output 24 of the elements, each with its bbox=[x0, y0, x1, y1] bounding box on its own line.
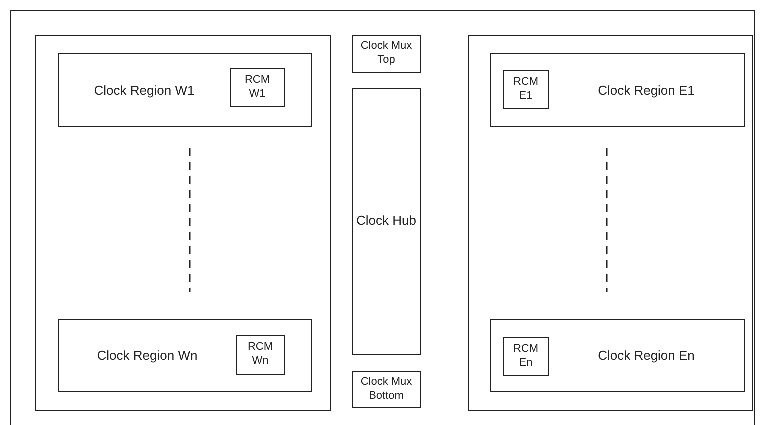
rcm-box bbox=[503, 337, 549, 376]
clock-region-box bbox=[58, 53, 312, 127]
clock-region-box bbox=[490, 53, 745, 127]
rcm-label: RCM W1 bbox=[244, 74, 270, 102]
block-label: Clock Mux Top bbox=[360, 40, 414, 68]
rcm-box bbox=[503, 70, 549, 109]
region-label: Clock Region Wn bbox=[96, 347, 199, 365]
region-label: Clock Region En bbox=[597, 347, 696, 365]
clock-region-box bbox=[490, 319, 745, 392]
block-label: Clock Mux Bottom bbox=[360, 376, 414, 404]
rcm-label: RCM E1 bbox=[513, 76, 539, 104]
rcm-label: RCM En bbox=[513, 342, 539, 370]
clock-region-box bbox=[58, 319, 312, 392]
column-panel bbox=[468, 35, 753, 411]
rcm-label: RCM Wn bbox=[248, 341, 274, 369]
clock-hub-box bbox=[352, 88, 421, 355]
column-panel bbox=[35, 35, 331, 411]
region-label: Clock Region E1 bbox=[597, 82, 696, 100]
rcm-box bbox=[230, 68, 285, 107]
block-label: Clock Hub bbox=[356, 213, 416, 230]
region-label: Clock Region W1 bbox=[93, 82, 196, 100]
rcm-box bbox=[236, 335, 285, 375]
clock-mux-box bbox=[352, 35, 421, 73]
clock-mux-box bbox=[352, 371, 421, 408]
